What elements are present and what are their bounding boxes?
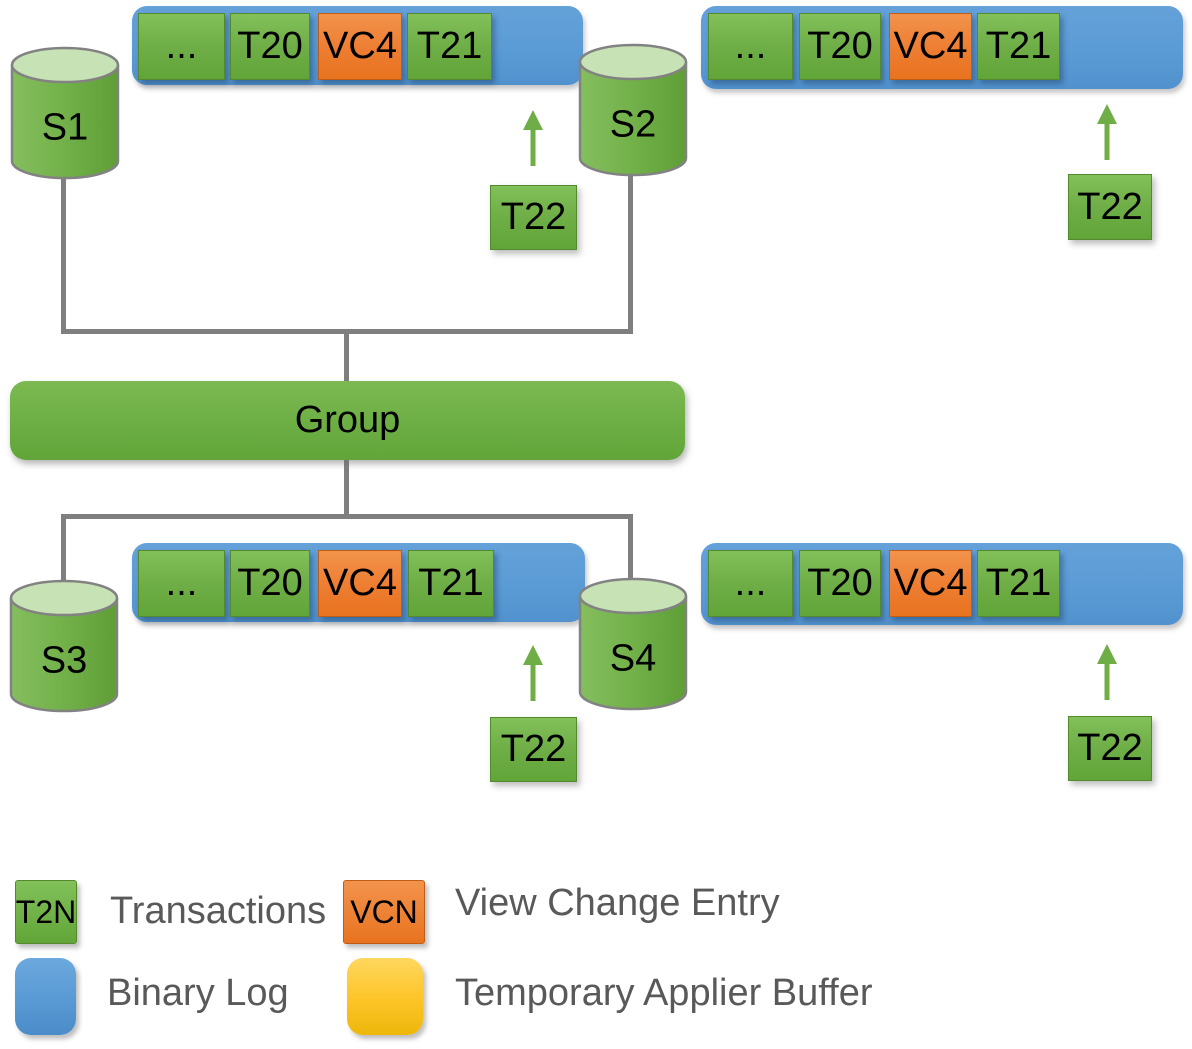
legend-chip-view-change: VCN [343, 880, 425, 944]
log-entry-view-change: VC4 [318, 550, 402, 617]
server-cylinder-s1: S1 [10, 46, 120, 180]
cylinder-icon [9, 579, 119, 713]
log-entry-view-change: VC4 [318, 13, 402, 80]
log-entry: T20 [799, 550, 881, 617]
legend-chip-label: T2N [15, 893, 77, 930]
legend-chip-binary-log [15, 958, 76, 1035]
up-arrow-icon [520, 645, 546, 701]
pending-transaction-box: T22 [1068, 716, 1152, 781]
log-entry: T21 [977, 550, 1060, 617]
up-arrow-icon [1094, 104, 1120, 160]
binary-log: ... T20 VC4 T21 [132, 6, 583, 85]
connector-line [61, 518, 66, 581]
group-label: Group [294, 399, 401, 441]
connector-line [628, 176, 633, 334]
legend-label-binary-log: Binary Log [107, 971, 289, 1014]
log-entry: ... [138, 13, 225, 80]
cylinder-icon [10, 46, 120, 180]
log-entry: ... [708, 550, 793, 617]
binary-log: ... T20 VC4 T21 [701, 6, 1183, 89]
pending-transaction-box: T22 [1068, 174, 1152, 240]
log-entry-view-change: VC4 [889, 13, 972, 80]
connector-line [344, 333, 349, 382]
server-cylinder-s3: S3 [9, 579, 119, 713]
log-entry: T20 [799, 13, 881, 80]
pending-transaction-box: T22 [490, 185, 577, 250]
legend-chip-label: VCN [350, 893, 418, 930]
server-cylinder-s4: S4 [578, 577, 688, 711]
log-entry: T20 [230, 13, 310, 80]
log-entry: T20 [230, 550, 310, 617]
legend-label-view-change: View Change Entry [455, 881, 780, 924]
cylinder-icon [578, 43, 688, 177]
legend-label-applier-buffer: Temporary Applier Buffer [455, 971, 873, 1014]
server-label: S1 [41, 106, 89, 149]
connector-line [61, 176, 66, 334]
log-entry: T21 [407, 13, 492, 80]
log-entry: ... [138, 550, 225, 617]
legend-chip-applier-buffer [347, 958, 423, 1035]
connector-line [628, 518, 633, 580]
log-entry-view-change: VC4 [889, 550, 972, 617]
binary-log: ... T20 VC4 T21 [132, 543, 585, 622]
group-node: Group [10, 381, 685, 460]
server-label: S2 [609, 103, 657, 146]
cylinder-icon [578, 577, 688, 711]
server-cylinder-s2: S2 [578, 43, 688, 177]
up-arrow-icon [1094, 644, 1120, 700]
connector-line [61, 514, 633, 519]
binary-log: ... T20 VC4 T21 [701, 543, 1183, 625]
server-label: S3 [40, 639, 88, 682]
log-entry: ... [708, 13, 793, 80]
connector-line [344, 459, 349, 517]
server-label: S4 [609, 637, 657, 680]
pending-transaction-box: T22 [490, 717, 577, 782]
legend-label-transactions: Transactions [110, 889, 327, 932]
legend-chip-transactions: T2N [15, 880, 77, 944]
up-arrow-icon [520, 110, 546, 166]
log-entry: T21 [977, 13, 1060, 80]
log-entry: T21 [408, 550, 494, 617]
connector-line [61, 329, 633, 334]
